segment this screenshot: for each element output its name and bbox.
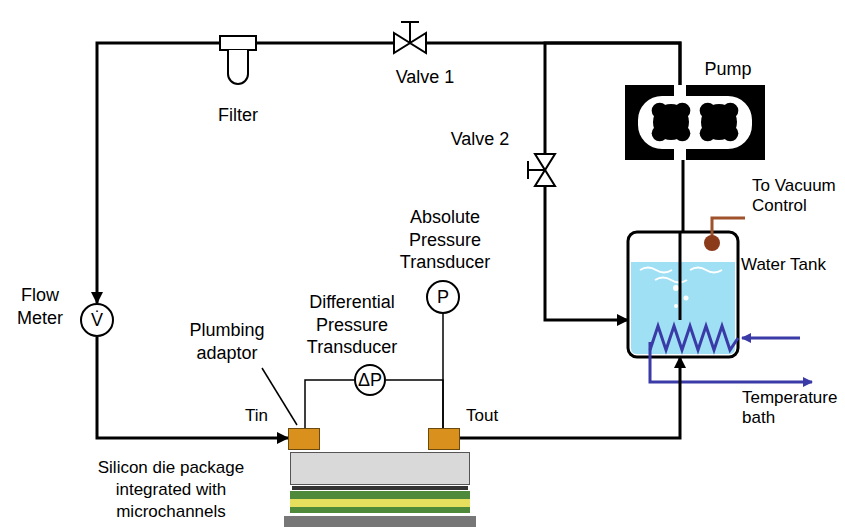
silicon-layer <box>290 499 470 507</box>
filter-cup <box>228 50 248 84</box>
flow-line <box>305 380 354 428</box>
valve-stem <box>409 22 411 43</box>
node-label: Absolute Pressure Transducer <box>384 206 506 274</box>
valve: Valve 1 <box>394 33 426 53</box>
rotor-lobe <box>652 103 668 119</box>
annotation-label: To Vacuum Control <box>752 176 844 217</box>
node-label: Tout <box>466 405 498 426</box>
plumbing-adaptor: Plumbing adaptorTin <box>288 428 320 450</box>
flow-meter: Flow MeterV̇ <box>80 303 114 337</box>
pump: Pump <box>625 85 765 160</box>
tank-outline <box>628 232 738 357</box>
pump-port <box>674 85 686 97</box>
valve-symbol <box>535 170 555 186</box>
substrate-layer <box>290 507 470 513</box>
filter-housing <box>220 36 256 50</box>
flow-line <box>97 337 288 438</box>
annotation-label: Temperature bath <box>742 388 842 429</box>
heat-exchanger-coil <box>650 326 738 350</box>
flow-line <box>442 314 444 428</box>
pressure-transducer: Differential Pressure TransducerΔP <box>354 364 386 396</box>
rotor-lobe <box>700 125 716 141</box>
node-label: Silicon die package integrated with micr… <box>71 457 271 523</box>
bump-layer <box>292 486 468 490</box>
symbol-text: ΔP <box>356 366 384 394</box>
valve-stem <box>528 169 545 171</box>
pressure-transducer: Absolute Pressure TransducerP <box>426 280 460 314</box>
filter: Filter <box>220 36 256 86</box>
valve-symbol <box>535 154 555 170</box>
node-label: Water Tank <box>741 254 826 275</box>
pump-lobes <box>652 103 739 142</box>
node-label: Tin <box>245 405 268 426</box>
die-package: Silicon die package integrated with micr… <box>290 452 470 485</box>
water-tank: Water Tank <box>628 232 738 357</box>
bubble <box>684 296 689 301</box>
node-label: Differential Pressure Transducer <box>291 291 413 359</box>
pump-suction-pipe <box>679 232 682 320</box>
valve-symbol <box>410 33 426 53</box>
rotor-lobe <box>700 103 716 119</box>
water <box>631 262 735 354</box>
valve-handle <box>527 161 529 179</box>
symbol-text: P <box>428 282 458 312</box>
microchannel-layer <box>290 491 470 499</box>
flow-line <box>386 380 443 428</box>
node-label: Pump <box>704 58 751 81</box>
node-label: Filter <box>218 104 258 127</box>
vacuum-port <box>704 235 720 251</box>
node-label: Flow Meter <box>9 284 71 329</box>
flow-line <box>426 43 680 85</box>
symbol-text: V̇ <box>82 305 112 335</box>
rotor-lobe <box>674 103 690 119</box>
flow-line <box>545 43 680 154</box>
bath-return-line <box>650 342 812 382</box>
flow-line <box>97 43 220 303</box>
plumbing-adaptor: Tout <box>428 428 460 450</box>
tank-body <box>628 232 738 357</box>
rotor-lobe <box>652 125 668 141</box>
flow-line <box>460 357 680 438</box>
bath-supply-line <box>742 337 800 340</box>
node-label: Valve 1 <box>396 66 455 89</box>
flow-line <box>545 186 628 320</box>
valve: Valve 2 <box>535 154 555 186</box>
node-label: Valve 2 <box>451 128 510 151</box>
pump-cavity <box>638 96 752 149</box>
pump-port <box>674 148 686 160</box>
rotor-lobe <box>722 103 738 119</box>
pump-body <box>625 85 765 160</box>
rotor-lobe <box>674 125 690 141</box>
flow-line <box>682 160 685 232</box>
node-label: Plumbing adaptor <box>177 319 277 364</box>
flow-line <box>256 42 394 45</box>
rotor-lobe <box>722 125 738 141</box>
base-plate <box>284 516 476 527</box>
bubble <box>673 285 679 291</box>
valve-handle <box>401 21 419 23</box>
bubble <box>674 304 678 308</box>
valve-symbol <box>394 33 410 53</box>
